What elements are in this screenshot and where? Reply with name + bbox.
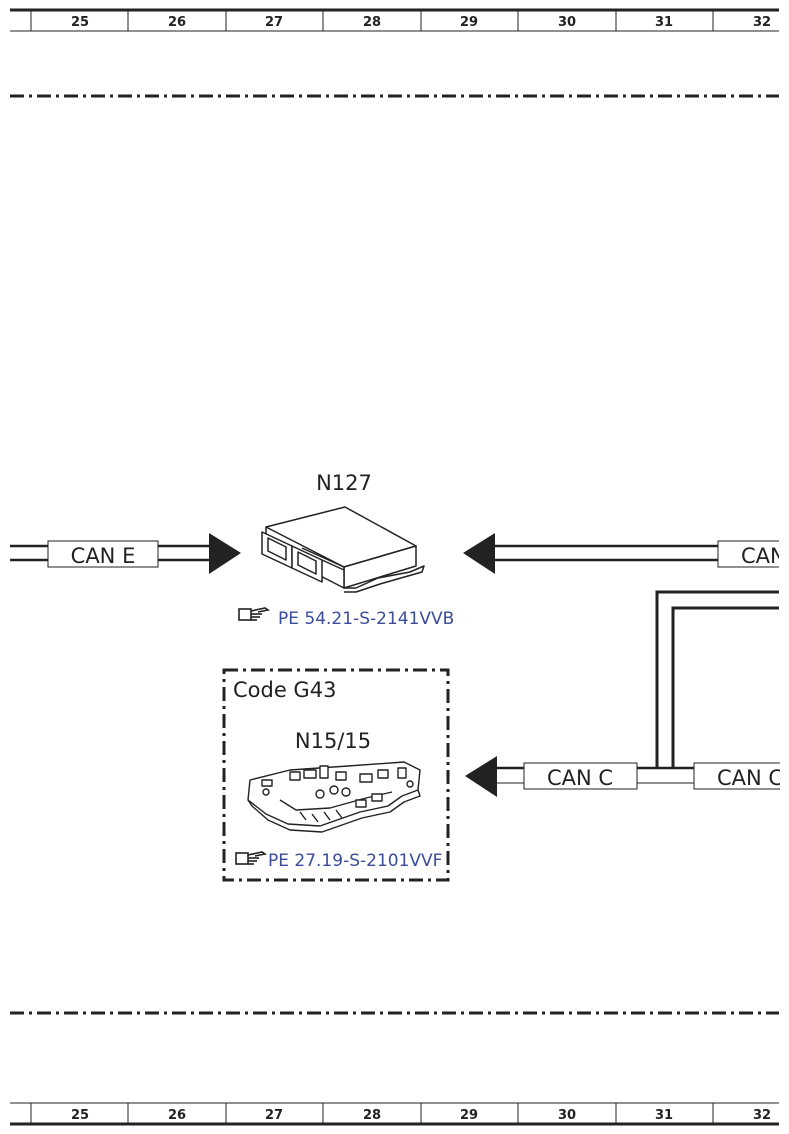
arrow-right-icon <box>209 533 241 574</box>
grid-number: 31 <box>655 15 673 30</box>
component-n127-label: N127 <box>316 471 372 495</box>
code-g43-label: Code G43 <box>233 678 336 702</box>
can-right-top-bus: CAN <box>463 530 789 580</box>
can-c-label: CAN C <box>547 766 613 790</box>
code-g43-box: Code G43 N15/15 <box>222 668 450 882</box>
grid-number: 32 <box>753 15 771 30</box>
grid-number: 32 <box>753 1108 771 1123</box>
grid-number: 29 <box>460 1108 478 1123</box>
grid-number: 27 <box>265 1108 283 1123</box>
grid-number: 26 <box>168 1108 186 1123</box>
top-grid-strip: 25 26 27 28 29 30 31 32 <box>10 8 779 32</box>
ref-n15-15[interactable]: PE 27.19-S-2101VVF <box>235 851 442 871</box>
bottom-grid-strip: 25 26 27 28 29 30 31 32 <box>10 1102 779 1126</box>
can-c-bus: CAN C CAN C <box>465 580 789 800</box>
pointing-hand-icon <box>238 607 271 621</box>
grid-number: 30 <box>558 1108 576 1123</box>
can-c-right-label: CAN C <box>717 766 783 790</box>
pointing-hand-icon <box>235 851 268 865</box>
grid-number: 25 <box>71 1108 89 1123</box>
control-unit-n127-icon <box>261 506 425 593</box>
arrow-left-icon <box>463 533 495 574</box>
ref-n127[interactable]: PE 54.21-S-2141VVB <box>238 607 454 629</box>
grid-number: 28 <box>363 15 381 30</box>
component-n127: N127 PE 54 <box>238 471 454 629</box>
can-e-bus: CAN E <box>10 533 241 574</box>
component-n15-15-label: N15/15 <box>295 729 371 753</box>
grid-number: 26 <box>168 15 186 30</box>
grid-number: 28 <box>363 1108 381 1123</box>
grid-number: 29 <box>460 15 478 30</box>
ref-n127-link[interactable]: PE 54.21-S-2141VVB <box>278 609 454 629</box>
grid-number: 31 <box>655 1108 673 1123</box>
can-right-top-label: CAN <box>741 544 786 568</box>
can-e-label: CAN E <box>71 544 136 568</box>
grid-number: 27 <box>265 15 283 30</box>
arrow-left-icon <box>465 756 497 797</box>
grid-number: 25 <box>71 15 89 30</box>
grid-number: 30 <box>558 15 576 30</box>
control-unit-n15-15-icon <box>247 761 421 833</box>
ref-n15-15-link[interactable]: PE 27.19-S-2101VVF <box>268 851 442 871</box>
